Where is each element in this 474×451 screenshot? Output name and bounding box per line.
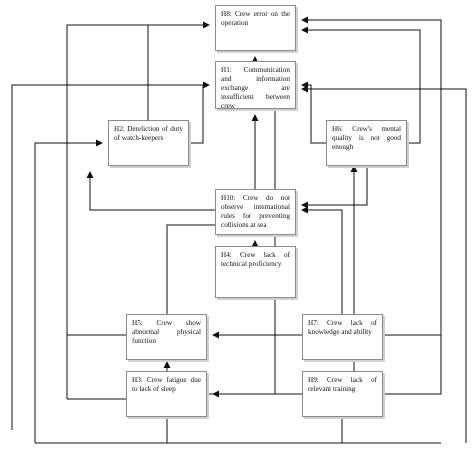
connector-h6-to-h1 [301,81,326,144]
connector-h2-to-h1 [189,81,210,144]
connector-h10-to-h2 [86,171,215,211]
node-h9: H9: Crew lack of relevant training [302,371,383,417]
connector-h3-to-h8-outer [66,25,209,400]
node-h9-label: H9: Crew lack of relevant training [308,376,377,393]
node-h10-label: H10: Crew do not observe international r… [221,194,290,229]
node-h3-label: H3: Crew fatigue due to lack of sleep [132,376,201,393]
node-h7-label: H7: Crew lack of knowledge and ability [308,319,377,336]
connector-h6-down-link [301,166,368,209]
connector-h3-right-bus [207,88,296,395]
connector-h9-to-h8-outer [301,16,442,395]
node-h5-label: H5: Crew show abnormal physical function [132,319,201,345]
node-h8: H8: Crew error on the operation [215,5,296,51]
node-h2: H2: Dereliction of duty of watch-keepers [108,120,189,166]
connector-h7-up-to-h10 [301,206,343,314]
node-h4: H4: Crew lack of technical proficiency [215,246,296,298]
node-h2-label: H2: Dereliction of duty of watch-keepers [114,125,183,142]
node-h7: H7: Crew lack of knowledge and ability [302,314,383,360]
node-h8-label: H8: Crew error on the operation [221,10,290,27]
node-h4-label: H4: Crew lack of technical proficiency [221,251,290,268]
node-h6-label: H6: Crew's mental quality is not good en… [332,125,401,151]
node-h3: H3: Crew fatigue due to lack of sleep [126,371,207,417]
node-h1: H1: Communication and information exchan… [215,61,296,110]
node-h6: H6: Crew's mental quality is not good en… [326,120,407,166]
connector-h6-to-h8-branch [301,26,421,144]
node-h5: H5: Crew show abnormal physical function [126,314,207,360]
node-h10: H10: Crew do not observe international r… [215,189,296,235]
connector-outer-right-trunk [301,85,467,443]
node-h1-label: H1: Communication and information exchan… [221,66,290,110]
connector-h5-to-h1 [166,114,259,314]
connector-outer-left-trunk [11,84,209,430]
connector-bottom-loop-left [34,139,103,443]
